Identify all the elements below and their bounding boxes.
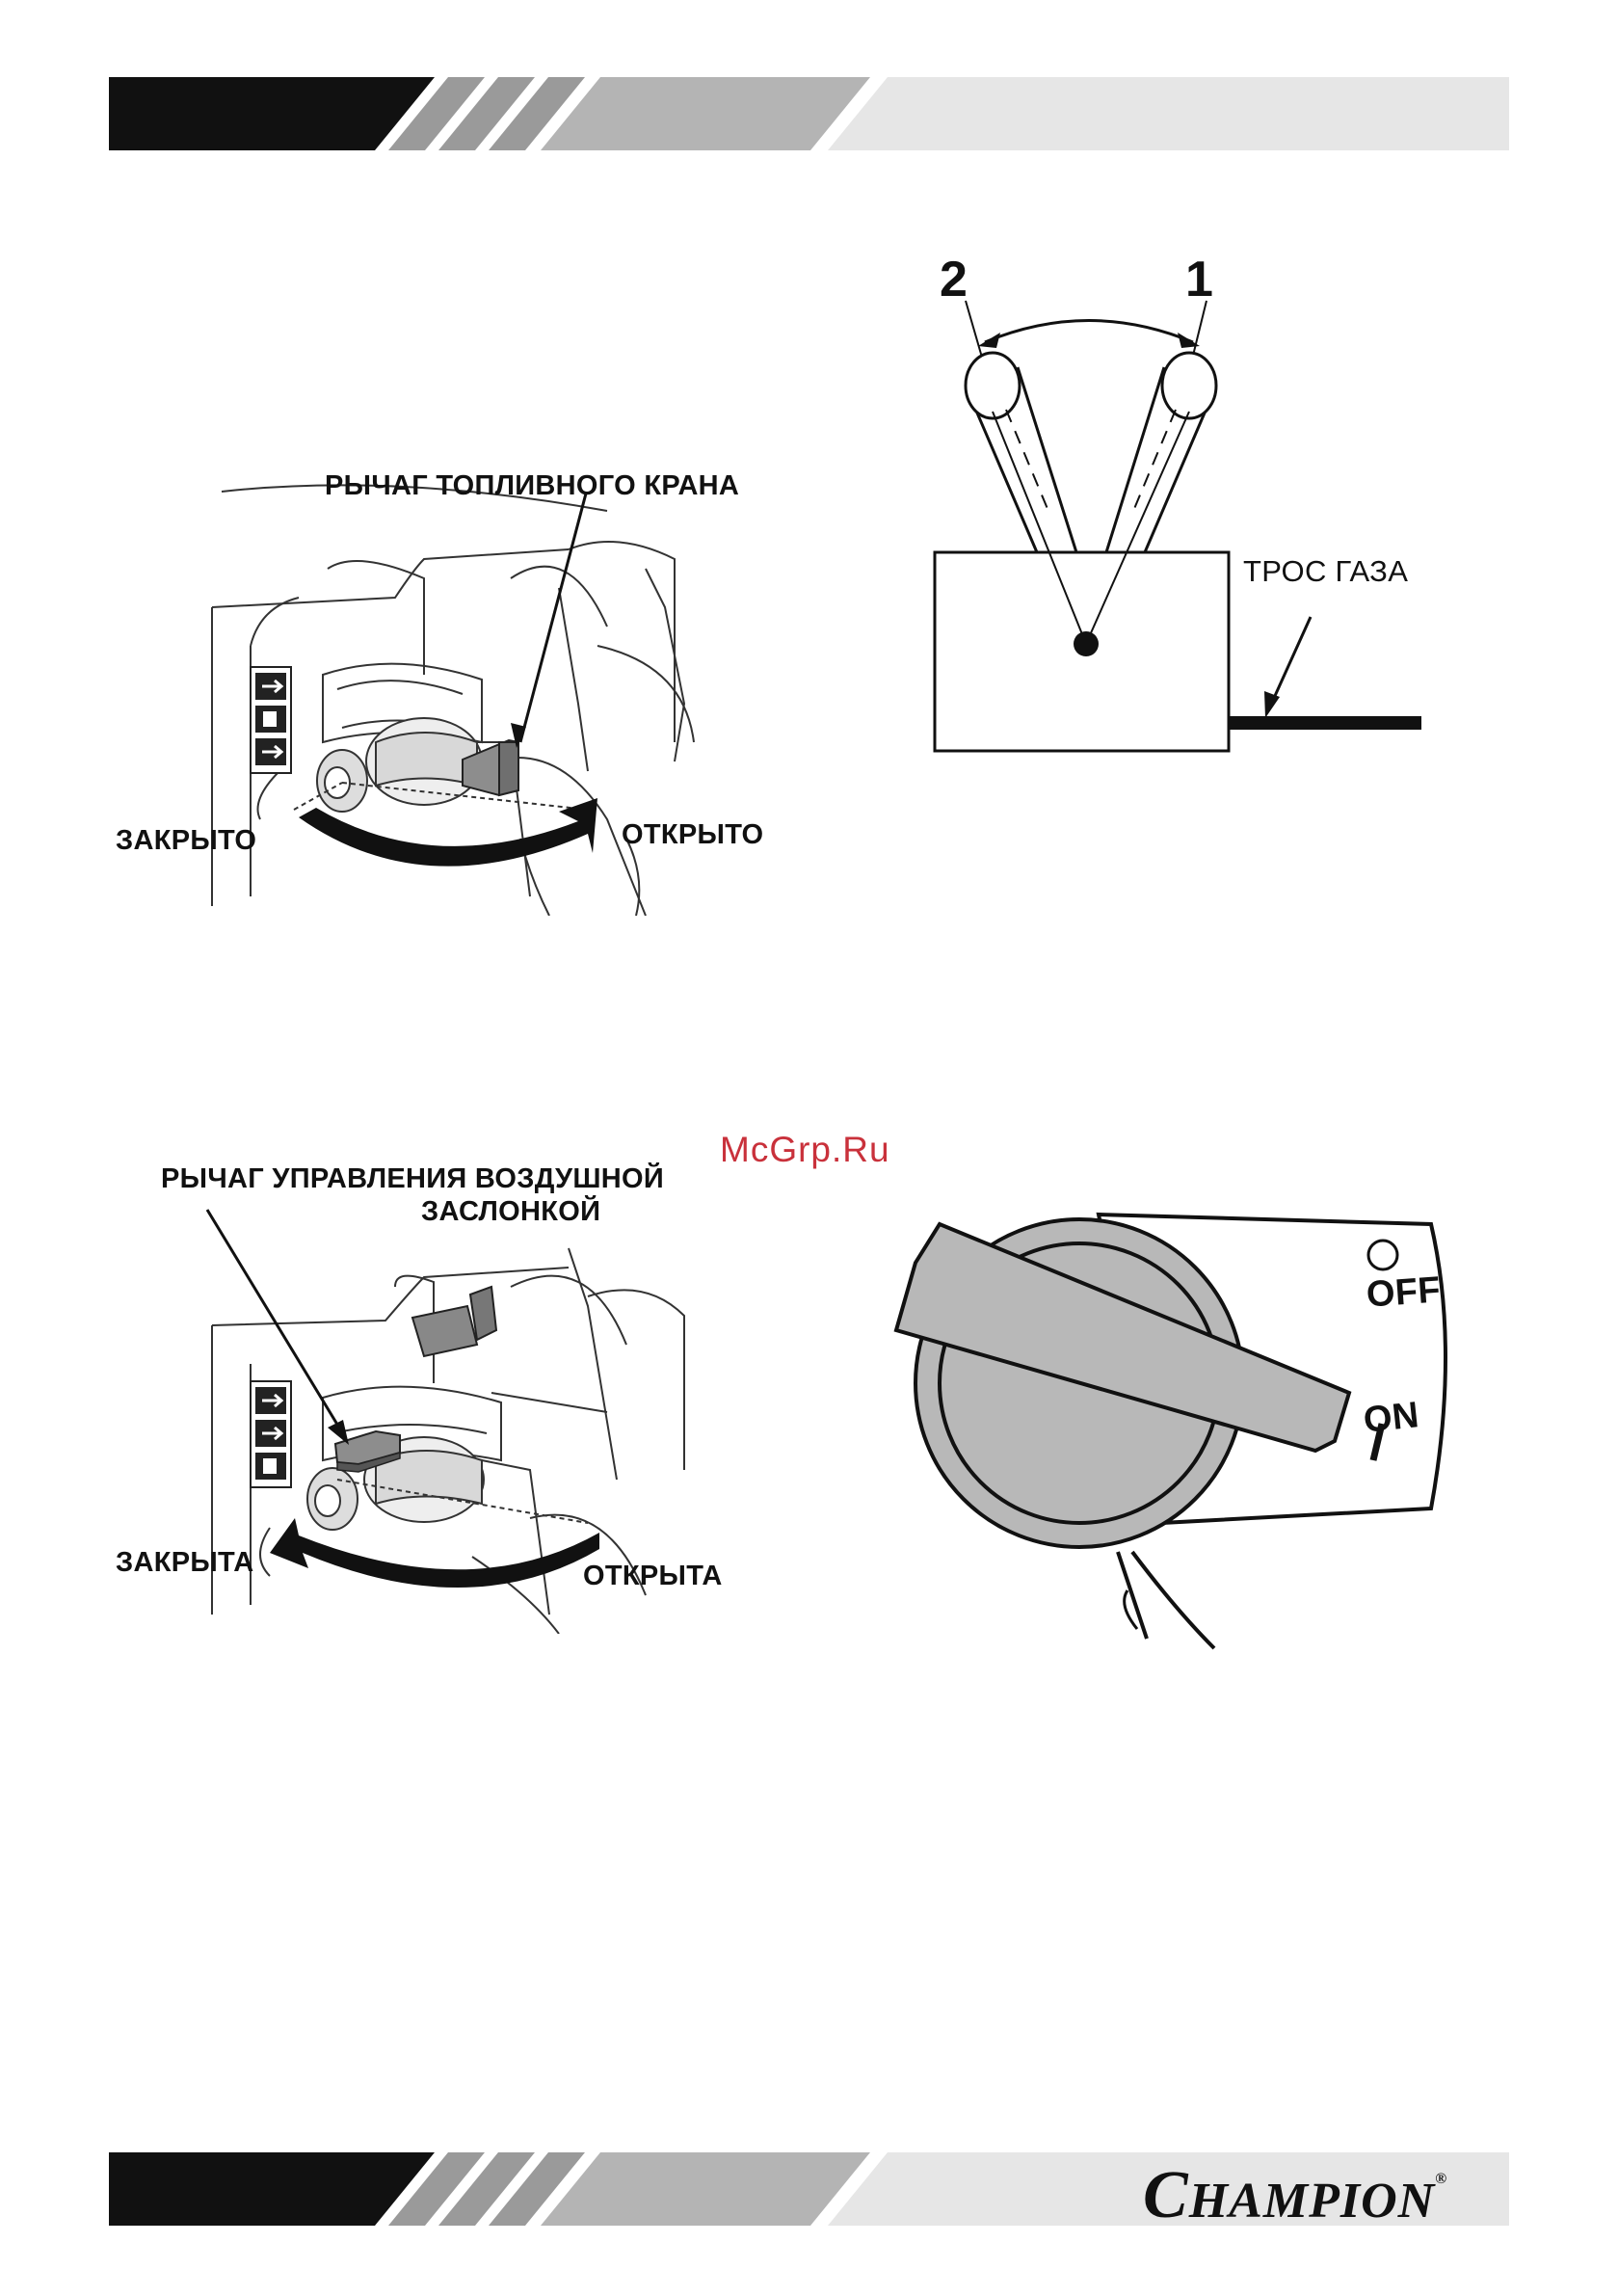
throttle-position-2: 2 xyxy=(940,251,968,308)
champion-logo: CHAMPION® xyxy=(1143,2157,1447,2234)
switch-off-label: OFF xyxy=(1366,1269,1443,1316)
fuel-closed-label: ЗАКРЫТО xyxy=(116,825,256,857)
logo-initial: C xyxy=(1143,2158,1189,2232)
choke-open-label: ОТКРЫТА xyxy=(583,1561,723,1592)
throttle-figure: 2 1 ТРОС ГАЗА xyxy=(925,246,1465,766)
choke-closed-label: ЗАКРЫТА xyxy=(116,1547,253,1579)
throttle-position-1: 1 xyxy=(1185,251,1213,308)
registered-mark: ® xyxy=(1435,2171,1447,2187)
throttle-diagram xyxy=(925,246,1465,766)
switch-on-label: ON xyxy=(1362,1395,1421,1442)
choke-lever-label-line1: РЫЧАГ УПРАВЛЕНИЯ ВОЗДУШНОЙ xyxy=(161,1163,664,1195)
choke-lever-label-line2: ЗАСЛОНКОЙ xyxy=(421,1196,600,1228)
fuel-open-label: ОТКРЫТО xyxy=(622,819,763,851)
watermark-text: McGrp.Ru xyxy=(720,1130,890,1170)
throttle-cable-label: ТРОС ГАЗА xyxy=(1243,554,1408,589)
header-band xyxy=(109,77,1509,150)
choke-figure: РЫЧАГ УПРАВЛЕНИЯ ВОЗДУШНОЙ ЗАСЛОНКОЙ ЗАК… xyxy=(106,1152,781,1634)
fuel-lever-label: РЫЧАГ ТОПЛИВНОГО КРАНА xyxy=(325,470,739,502)
engine-switch-figure: OFF ON xyxy=(887,1176,1465,1658)
fuel-valve-figure: РЫЧАГ ТОПЛИВНОГО КРАНА ЗАКРЫТО ОТКРЫТО xyxy=(106,453,781,916)
logo-rest: HAMPION xyxy=(1189,2174,1435,2229)
